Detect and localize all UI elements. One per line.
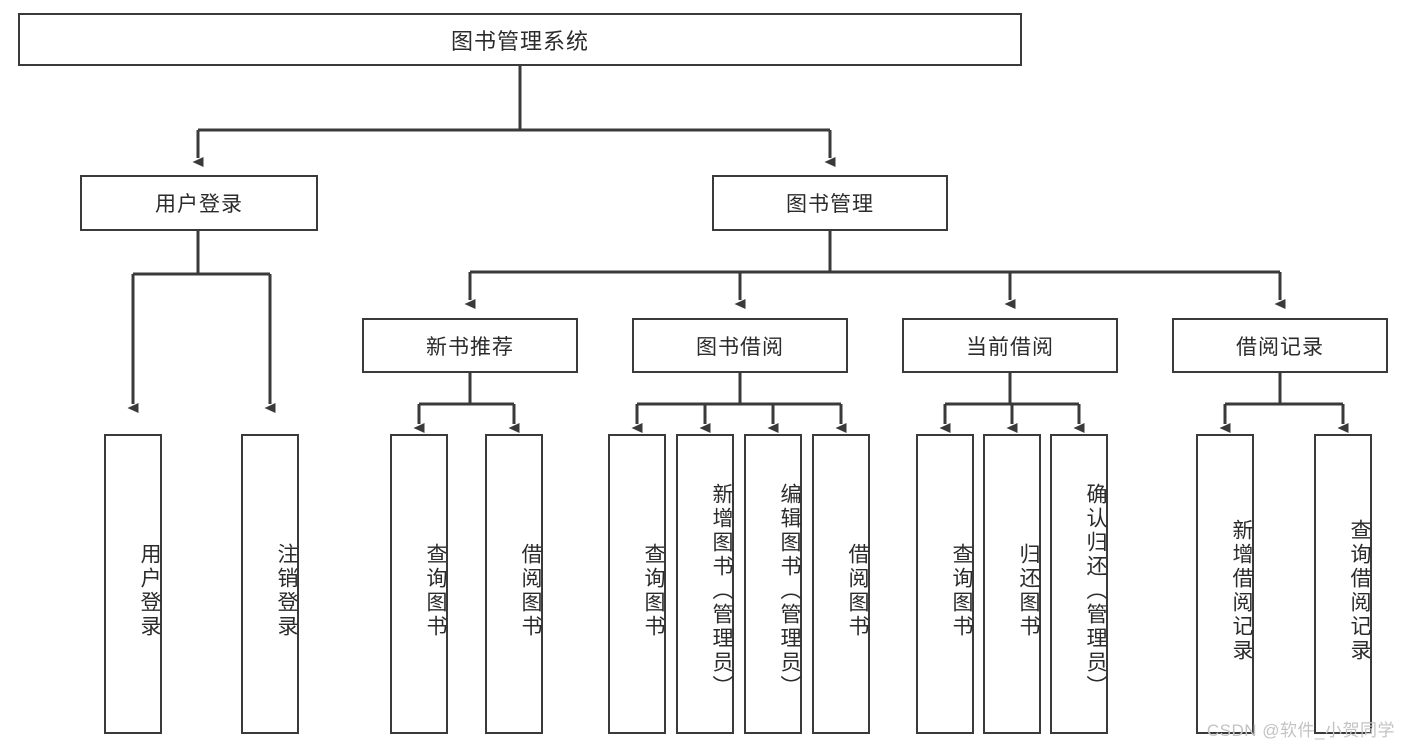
node-label: 用户登录	[138, 543, 161, 639]
node-label: 编辑图书（管理员）	[778, 483, 801, 699]
node-label: 新书推荐	[426, 335, 514, 359]
node-label: 图书借阅	[696, 335, 784, 359]
node-label: 借阅图书	[846, 543, 869, 639]
node-label: 确认归还（管理员）	[1084, 483, 1107, 699]
leaf-record-add[interactable]: 新增借阅记录	[1196, 434, 1254, 734]
node-book-borrow[interactable]: 图书借阅	[632, 318, 848, 373]
node-label: 查询图书	[950, 543, 973, 639]
node-label: 借阅图书	[519, 543, 542, 639]
node-user-login[interactable]: 用户登录	[80, 175, 318, 231]
leaf-borrow-borrow-book[interactable]: 借阅图书	[812, 434, 870, 734]
node-label: 新增图书（管理员）	[710, 483, 733, 699]
node-label: 注销登录	[275, 543, 298, 639]
leaf-borrow-edit-book[interactable]: 编辑图书（管理员）	[744, 434, 802, 734]
node-label: 归还图书	[1017, 543, 1040, 639]
csdn-watermark: CSDN @软件_小贺同学	[1206, 721, 1395, 740]
leaf-new-book-borrow[interactable]: 借阅图书	[485, 434, 543, 734]
node-label: 查询图书	[642, 543, 665, 639]
leaf-current-confirm-return[interactable]: 确认归还（管理员）	[1050, 434, 1108, 734]
leaf-user-login-logout[interactable]: 注销登录	[241, 434, 299, 734]
leaf-new-book-query[interactable]: 查询图书	[390, 434, 448, 734]
node-label: 图书管理系统	[450, 28, 589, 54]
leaf-current-return-book[interactable]: 归还图书	[983, 434, 1041, 734]
node-label: 查询图书	[424, 543, 447, 639]
node-book-management[interactable]: 图书管理	[712, 175, 948, 231]
node-root[interactable]: 图书管理系统	[18, 13, 1022, 66]
node-label: 用户登录	[155, 193, 243, 216]
node-current-borrow[interactable]: 当前借阅	[902, 318, 1118, 373]
leaf-borrow-query-book[interactable]: 查询图书	[608, 434, 666, 734]
leaf-user-login-login[interactable]: 用户登录	[104, 434, 162, 734]
node-borrow-record[interactable]: 借阅记录	[1172, 318, 1388, 373]
node-label: 图书管理	[786, 193, 874, 216]
leaf-borrow-add-book[interactable]: 新增图书（管理员）	[676, 434, 734, 734]
node-label: 借阅记录	[1236, 335, 1324, 359]
node-new-book-recommend[interactable]: 新书推荐	[362, 318, 578, 373]
leaf-current-query-book[interactable]: 查询图书	[916, 434, 974, 734]
node-label: 查询借阅记录	[1348, 519, 1371, 663]
node-label: 新增借阅记录	[1230, 519, 1253, 663]
node-label: 当前借阅	[966, 335, 1054, 359]
leaf-record-query[interactable]: 查询借阅记录	[1314, 434, 1372, 734]
